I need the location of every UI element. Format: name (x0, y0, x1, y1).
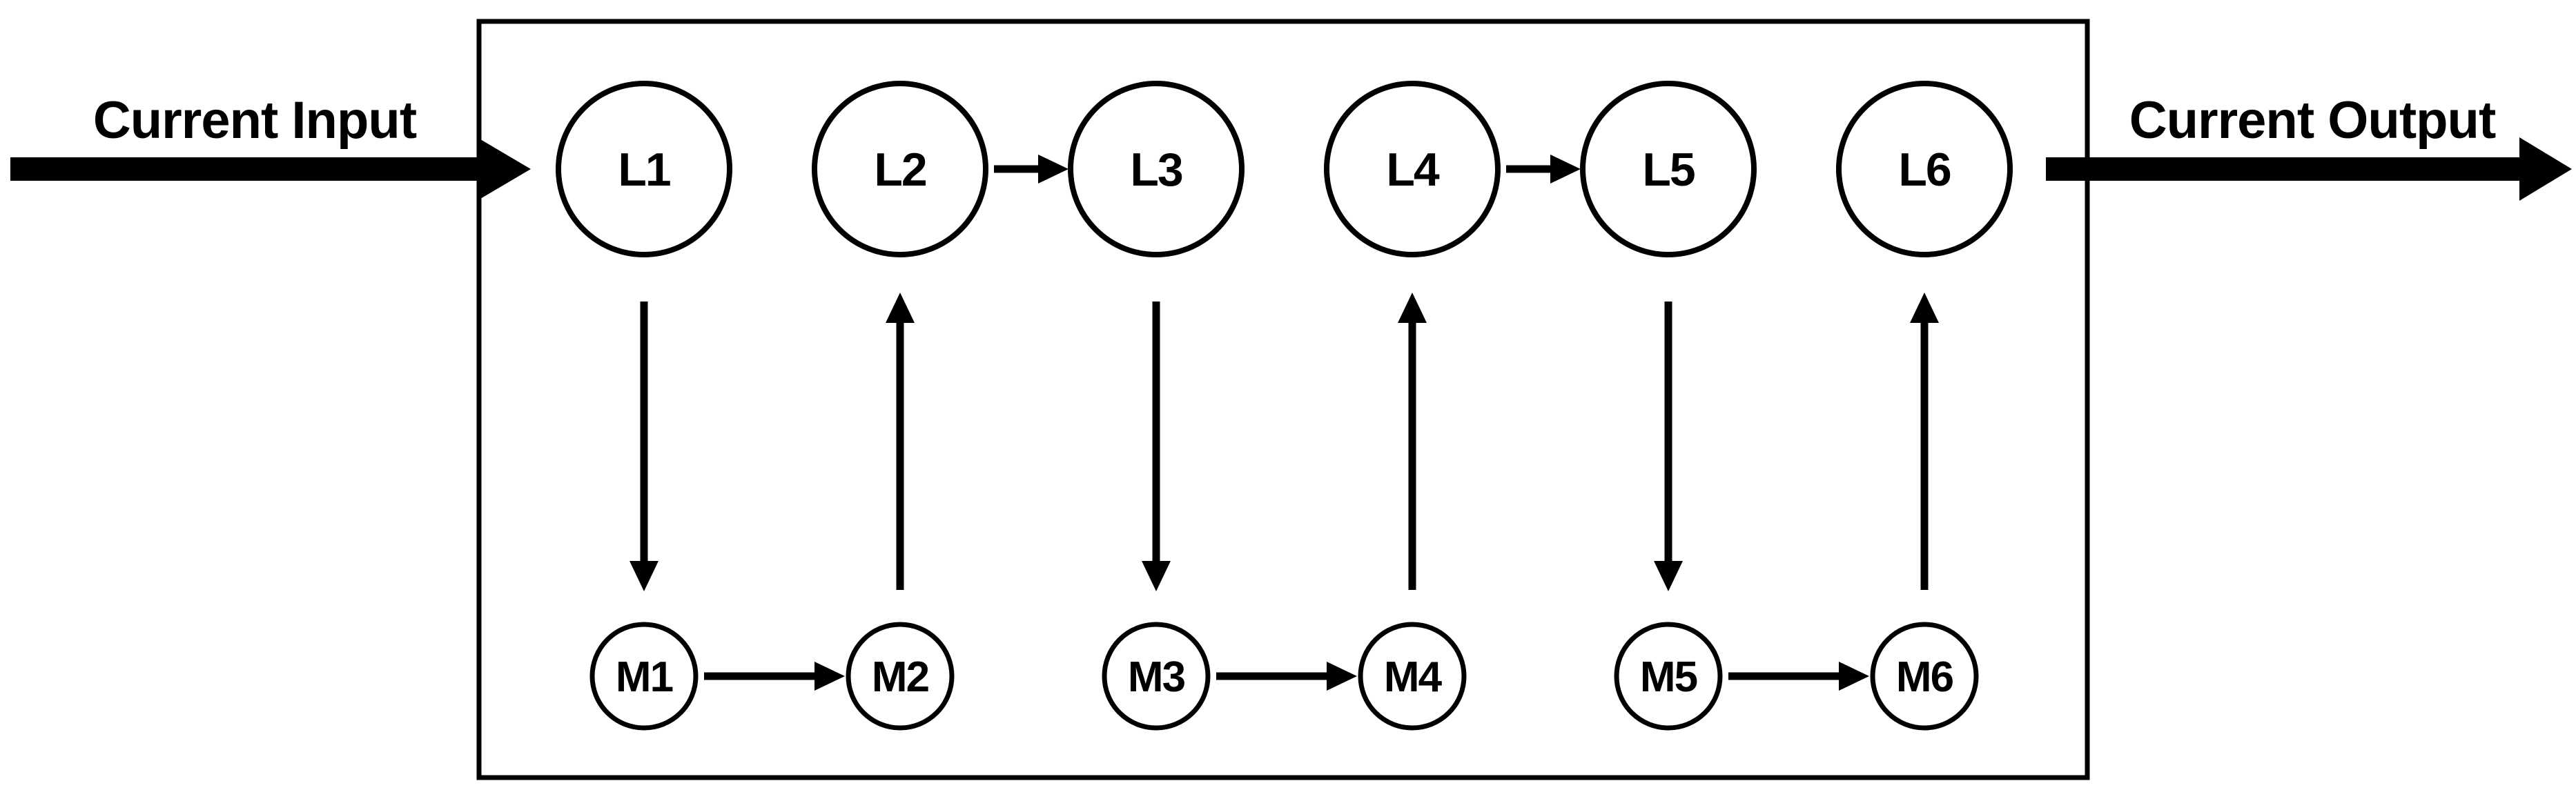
edge-M1-M2-arrowhead-icon (814, 662, 845, 691)
node-M2: M2 (846, 622, 955, 731)
node-M3-circle (1102, 622, 1211, 731)
node-L3: L3 (1068, 81, 1245, 257)
node-M3-label: M3 (1128, 653, 1185, 701)
edge-M2-L2-arrowhead-icon (886, 293, 915, 323)
current-input-arrow-shaft (10, 157, 477, 181)
node-L1-circle (556, 81, 732, 257)
current-output-arrow (2046, 137, 2572, 201)
node-M2-circle (846, 622, 955, 731)
node-M5: M5 (1614, 622, 1723, 731)
edge-L5-M5-arrowhead-icon (1654, 561, 1683, 591)
node-M1-label: M1 (616, 653, 673, 701)
edge-M6-L6-arrowhead-icon (1910, 293, 1939, 323)
edge-L3-M3-arrow (1142, 302, 1171, 591)
edge-M2-L2-arrow (886, 293, 915, 590)
node-L4-circle (1324, 81, 1501, 257)
edge-M5-M6-arrowhead-icon (1839, 662, 1869, 691)
node-M4-label: M4 (1384, 653, 1443, 701)
node-L2-label: L2 (874, 144, 926, 196)
node-L4: L4 (1324, 81, 1501, 257)
edge-L5-M5-arrow (1654, 302, 1683, 591)
edge-M6-L6-arrow (1910, 293, 1939, 590)
current-input-label: Current Input (93, 91, 417, 150)
node-L3-label: L3 (1130, 144, 1182, 196)
node-M1-circle (589, 622, 699, 731)
node-M6-label: M6 (1896, 653, 1953, 701)
edge-L4-L5-arrow (1506, 155, 1581, 184)
edge-L2-L3-arrowhead-icon (1038, 155, 1069, 184)
edge-M3-M4-arrow (1216, 662, 1357, 691)
edge-L2-L3-arrow (994, 155, 1069, 184)
system-boundary-box (476, 19, 2090, 780)
edge-L1-M1-arrowhead-icon (630, 561, 658, 591)
node-M3: M3 (1102, 622, 1211, 731)
current-output-arrow-shaft (2046, 157, 2519, 181)
node-L4-label: L4 (1386, 144, 1440, 196)
edge-L4-L5-arrowhead-icon (1550, 155, 1581, 184)
edge-M4-L4-arrowhead-icon (1398, 293, 1427, 323)
node-L2: L2 (812, 81, 988, 257)
current-input-arrow (10, 137, 531, 201)
node-L3-circle (1068, 81, 1245, 257)
edge-L1-M1-arrow (630, 302, 658, 591)
node-M6-circle (1870, 622, 1979, 731)
node-M4: M4 (1358, 622, 1467, 731)
node-L6-label: L6 (1898, 144, 1951, 196)
node-L1-label: L1 (618, 144, 670, 196)
node-M5-label: M5 (1640, 653, 1697, 701)
node-M4-circle (1358, 622, 1467, 731)
current-input-arrowhead-icon (477, 137, 531, 201)
edge-M4-L4-arrow (1398, 293, 1427, 590)
node-L6-circle (1836, 81, 2013, 257)
node-M6: M6 (1870, 622, 1979, 731)
node-M2-label: M2 (872, 653, 928, 701)
edge-L3-M3-arrowhead-icon (1142, 561, 1171, 591)
edge-M3-M4-arrowhead-icon (1327, 662, 1357, 691)
node-L5-circle (1580, 81, 1757, 257)
current-output-arrowhead-icon (2519, 137, 2572, 201)
edge-M1-M2-arrow (704, 662, 845, 691)
node-L6: L6 (1836, 81, 2013, 257)
edge-M5-M6-arrow (1728, 662, 1869, 691)
current-output-label: Current Output (2129, 91, 2496, 150)
node-L5: L5 (1580, 81, 1757, 257)
node-L5-label: L5 (1642, 144, 1695, 196)
node-L2-circle (812, 81, 988, 257)
node-L1: L1 (556, 81, 732, 257)
node-M5-circle (1614, 622, 1723, 731)
node-M1: M1 (589, 622, 699, 731)
